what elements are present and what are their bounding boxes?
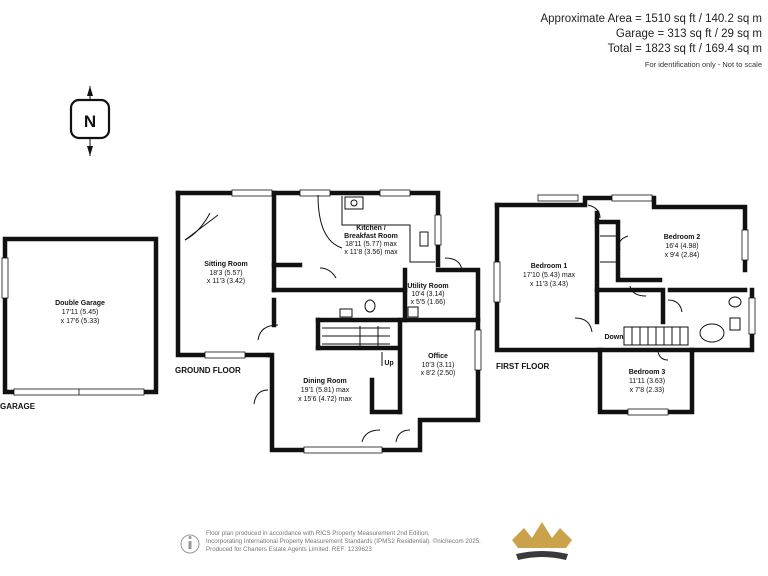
scale-note: For identification only - Not to scale <box>644 60 762 69</box>
garage-dim2: x 17'6 (5.33) <box>61 318 100 325</box>
utility-room-name: Utility Room <box>407 283 448 290</box>
bedroom-3-dim1: 11'11 (3.63) <box>629 378 665 385</box>
kitchen-dim2: x 11'8 (3.56) max <box>344 249 398 256</box>
garage-area: Garage = 313 sq ft / 29 sq m <box>615 28 762 40</box>
dining-room-name: Dining Room <box>303 378 347 385</box>
stairs-up-label: Up <box>384 360 393 367</box>
first-floor-stairs <box>623 326 689 346</box>
office-name: Office <box>428 353 448 360</box>
bedroom-1-name: Bedroom 1 <box>531 263 568 270</box>
footer-line-1: Floor plan produced in accordance with R… <box>206 530 430 537</box>
footer-line-3: Produced for Charters Estate Agents Limi… <box>206 546 372 553</box>
bedroom-2-name: Bedroom 2 <box>664 234 701 241</box>
utility-room-dim1: 10'4 (3.14) <box>411 291 444 298</box>
total-area: Total = 1823 sq ft / 169.4 sq m <box>607 43 762 55</box>
footer-line-2: Incorporating International Property Mea… <box>206 538 481 545</box>
info-icon <box>180 534 200 554</box>
first-floor-label: FIRST FLOOR <box>496 362 550 371</box>
sitting-room-dim2: x 11'3 (3.42) <box>207 278 245 285</box>
office-dim1: 10'3 (3.11) <box>422 362 455 369</box>
garage-floor-label: GARAGE <box>0 402 36 411</box>
ground-stairs <box>322 326 390 366</box>
ground-floor-label: GROUND FLOOR <box>175 366 241 375</box>
dining-room-dim1: 19'1 (5.81) max <box>301 387 350 394</box>
area-summary: Approximate Area = 1510 sq ft / 140.2 sq… <box>540 12 762 71</box>
kitchen-name-2: Breakfast Room <box>344 233 398 240</box>
dining-room-dim2: x 15'6 (4.72) max <box>298 396 352 403</box>
stairs-down-label: Down <box>604 334 623 341</box>
approximate-area: Approximate Area = 1510 sq ft / 140.2 sq… <box>540 13 762 25</box>
garage-dim1: 17'11 (5.45) <box>62 309 99 316</box>
sitting-room-dim1: 18'3 (5.57) <box>209 270 242 277</box>
kitchen-dim1: 18'11 (5.77) max <box>345 241 397 248</box>
ground-floor-plan: Sitting Room 18'3 (5.57) x 11'3 (3.42) K… <box>175 189 482 454</box>
compass-north-label: N <box>84 112 96 131</box>
footer-text: Floor plan produced in accordance with R… <box>206 530 481 554</box>
first-floor-plan: Bedroom 1 17'10 (5.43) max x 11'3 (3.43)… <box>493 194 756 416</box>
bedroom-3-dim2: x 7'8 (2.33) <box>630 387 665 394</box>
bedroom-2-dim2: x 9'4 (2.84) <box>665 252 700 259</box>
kitchen-name-1: Kitchen / <box>356 225 386 232</box>
sitting-room-name: Sitting Room <box>204 261 248 268</box>
compass-icon: N <box>69 86 111 156</box>
bedroom-2-dim1: 16'4 (4.98) <box>665 243 698 250</box>
bedroom-1-dim1: 17'10 (5.43) max <box>523 272 576 279</box>
bedroom-1-dim2: x 11'3 (3.43) <box>530 281 568 288</box>
garage-plan: Double Garage 17'11 (5.45) x 17'6 (5.33)… <box>0 236 159 411</box>
office-dim2: x 8'2 (2.50) <box>421 370 456 377</box>
utility-room-dim2: x 5'5 (1.66) <box>411 299 446 306</box>
bedroom-3-name: Bedroom 3 <box>629 369 666 376</box>
crown-logo <box>512 522 572 560</box>
garage-room-name: Double Garage <box>55 300 105 307</box>
